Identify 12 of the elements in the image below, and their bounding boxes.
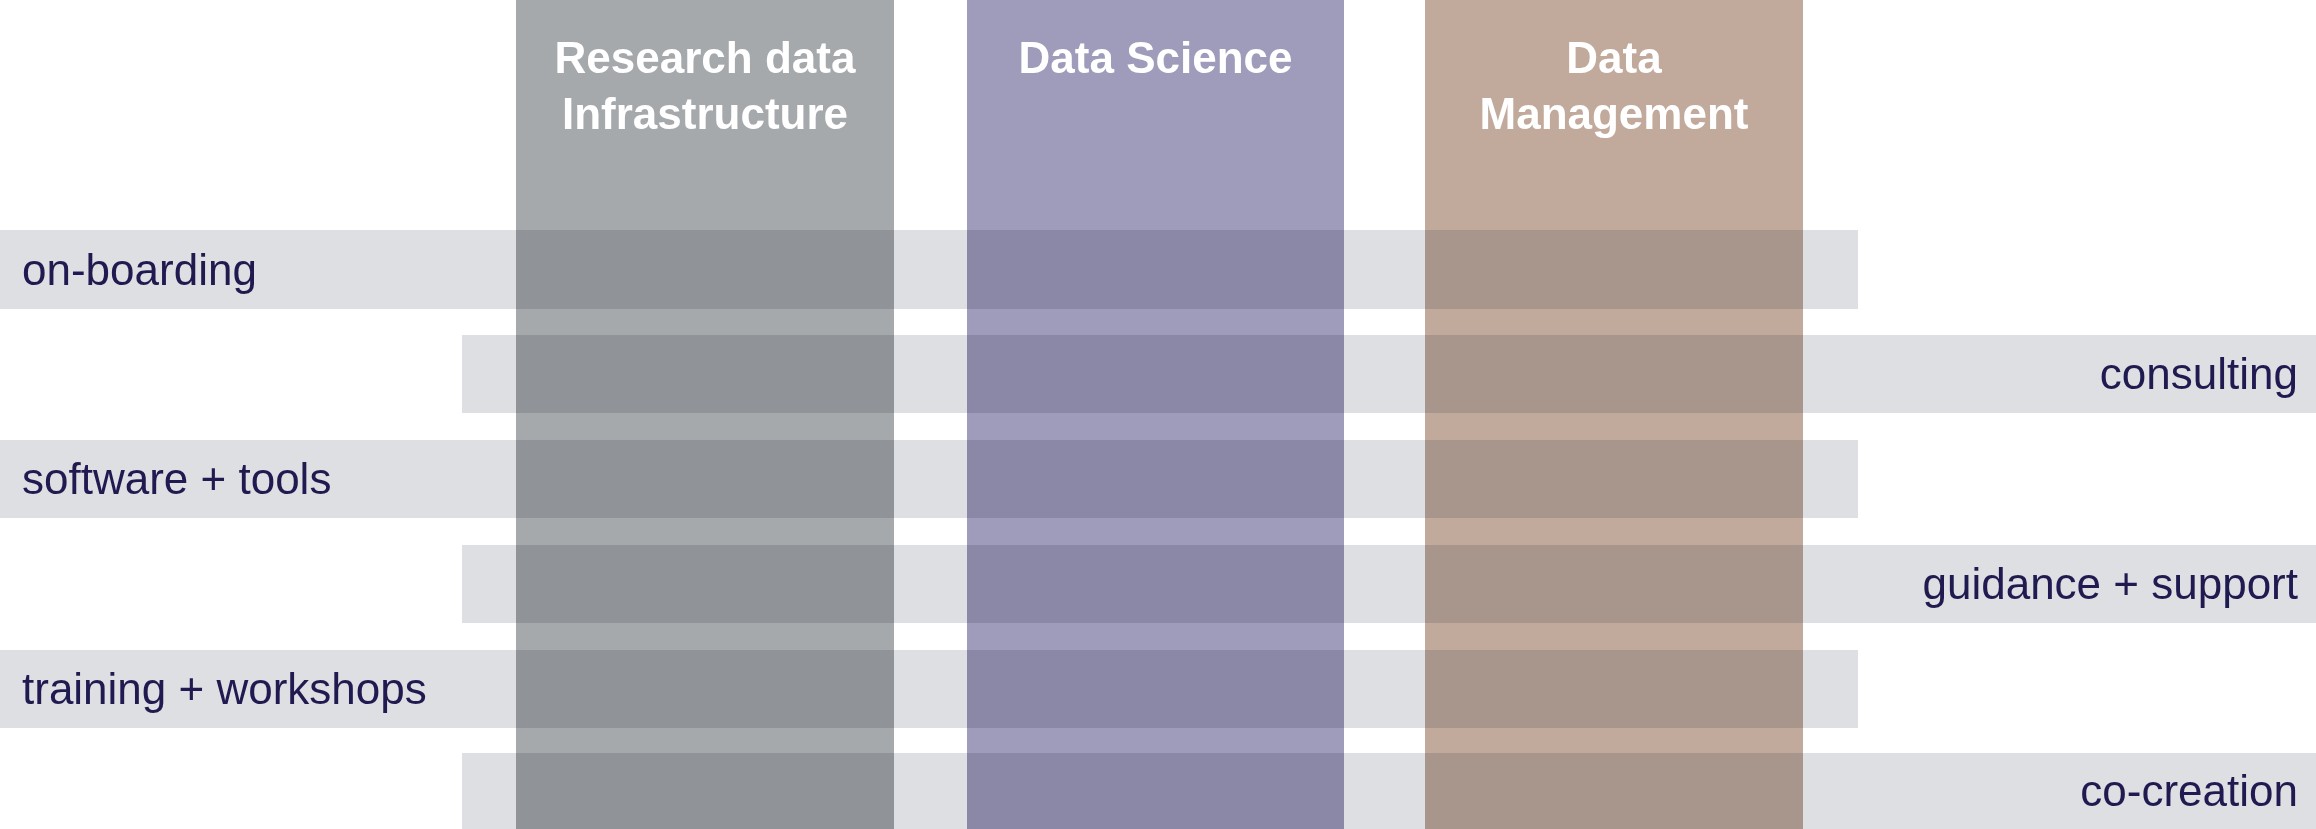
column-title: Data Management (1478, 32, 1750, 140)
column-band (1425, 0, 1803, 829)
row-label: training + workshops (22, 664, 427, 714)
row-label: consulting (2099, 349, 2298, 399)
column-title: Data Science (1017, 32, 1294, 84)
row-label: guidance + support (1922, 559, 2298, 609)
row-label: co-creation (2080, 766, 2298, 816)
row-label: software + tools (22, 454, 332, 504)
row-label: on-boarding (22, 244, 257, 295)
column-band (967, 0, 1344, 829)
column-band (516, 0, 894, 829)
column-title: Research data Infrastructure (553, 32, 857, 140)
